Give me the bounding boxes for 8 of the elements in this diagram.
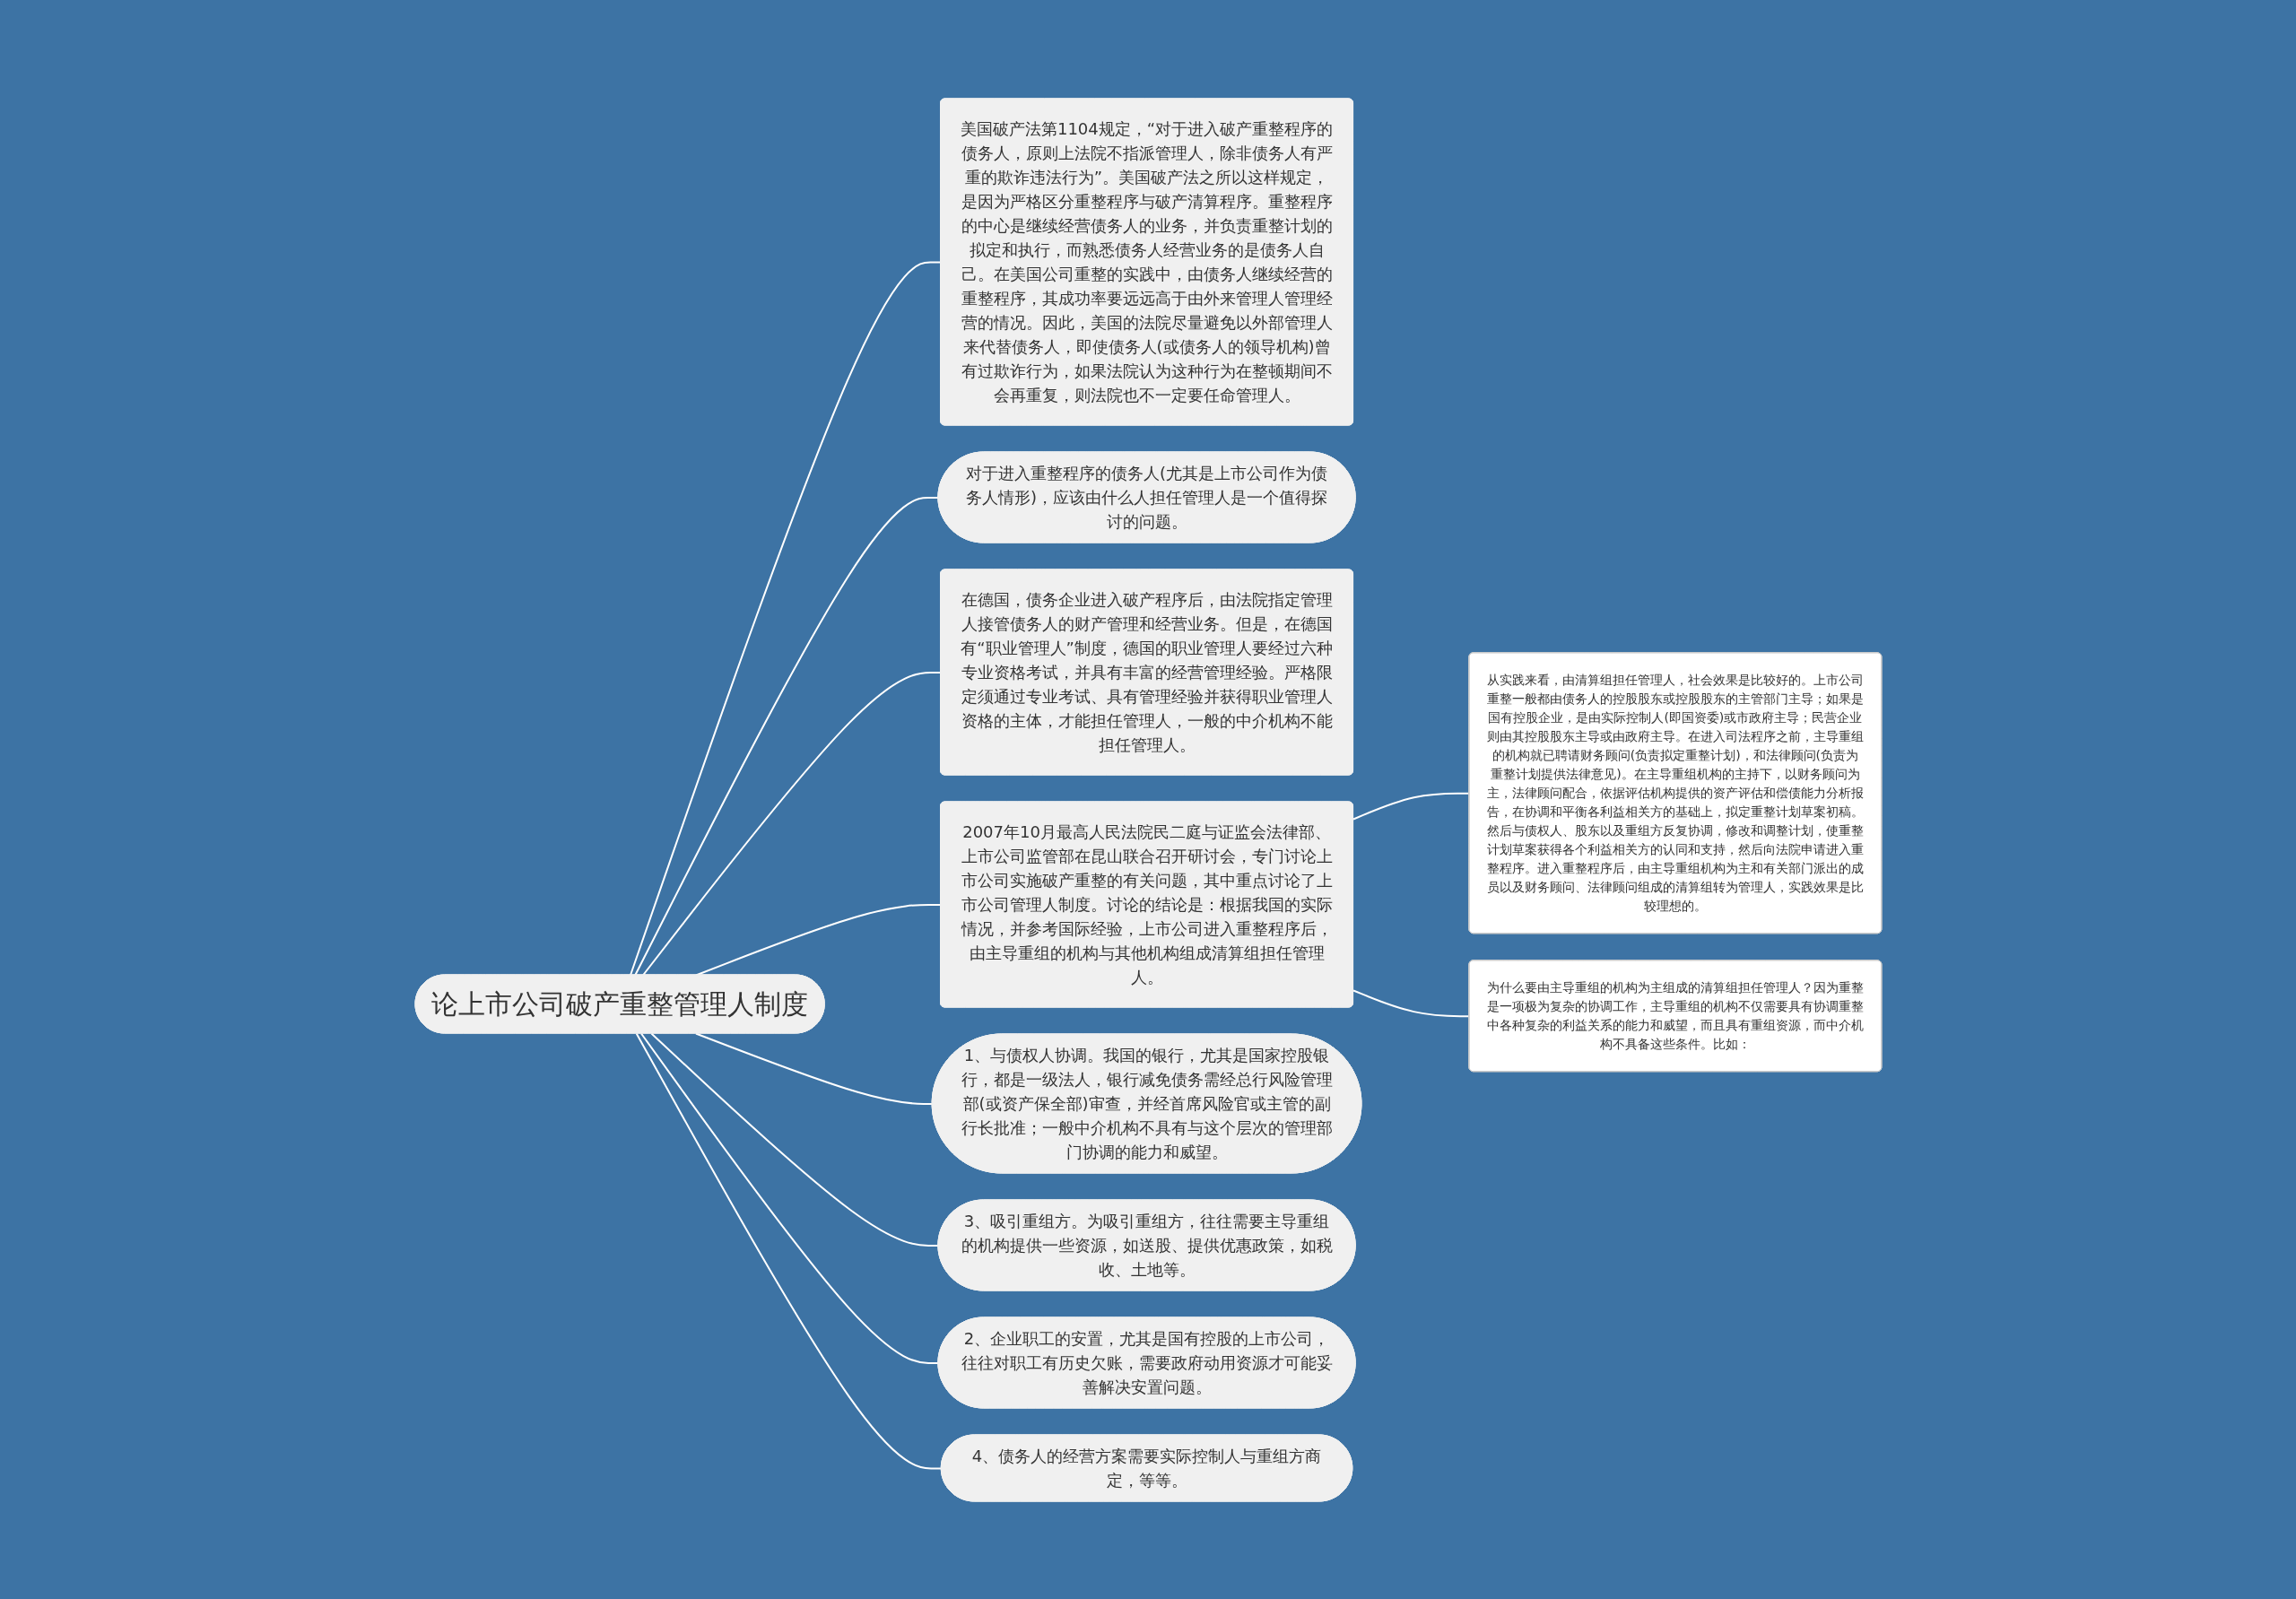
connector — [1352, 988, 1470, 1017]
connector — [1352, 792, 1470, 820]
connector — [633, 496, 939, 976]
connector — [641, 671, 942, 976]
connector — [639, 1032, 939, 1364]
connector — [629, 260, 942, 976]
connector — [635, 1032, 943, 1469]
connector — [650, 1032, 939, 1247]
